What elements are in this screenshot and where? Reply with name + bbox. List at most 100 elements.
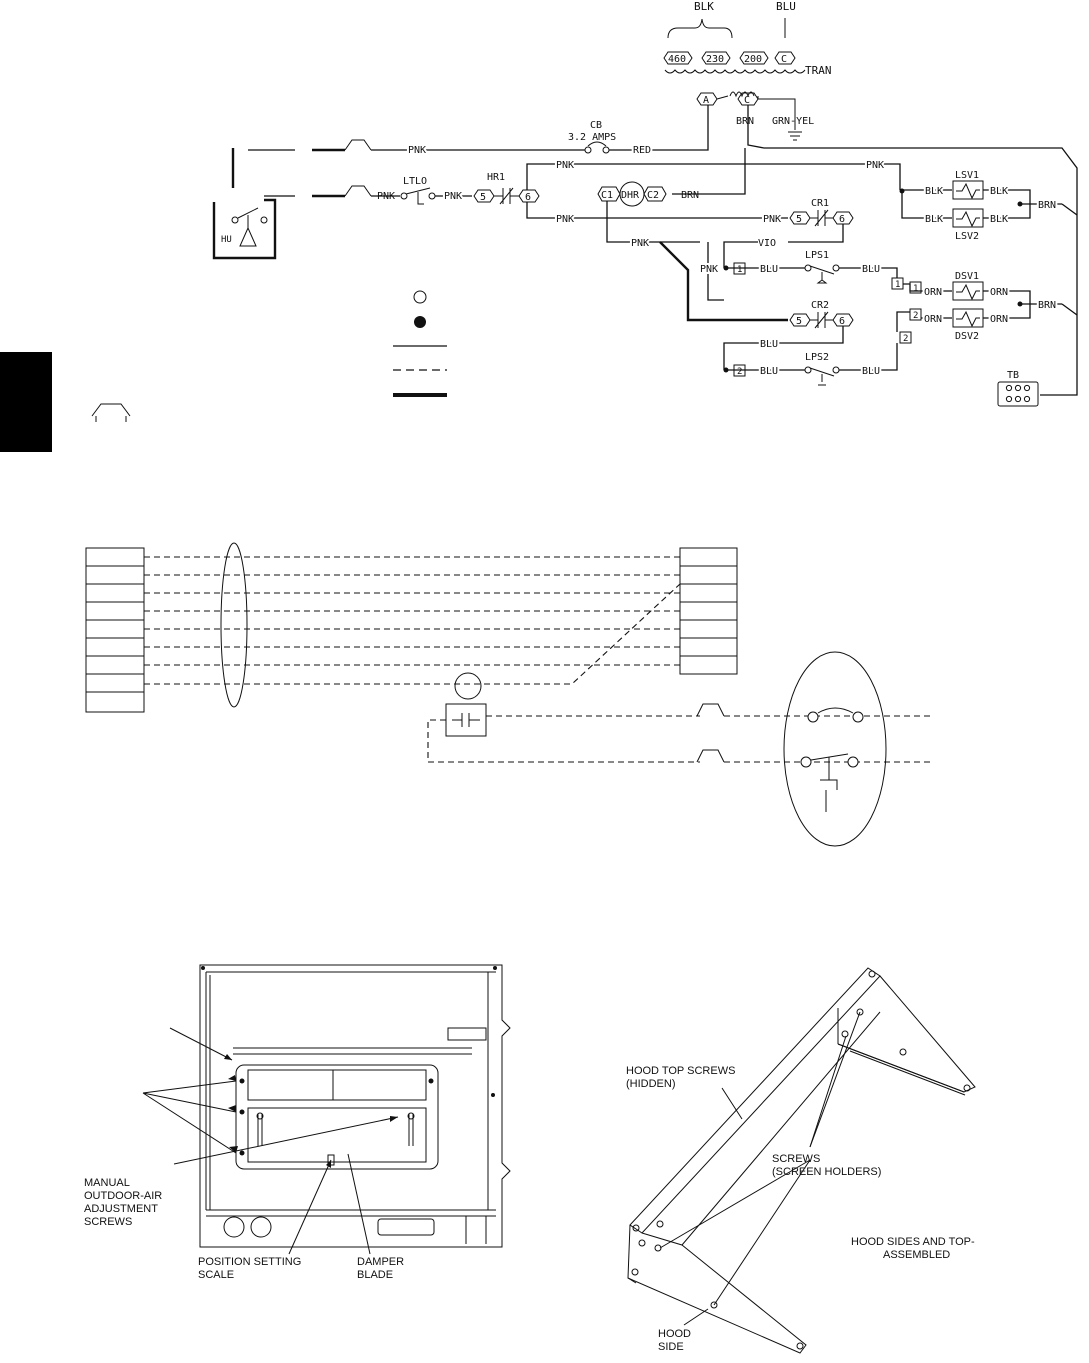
assembled-callout: HOOD SIDES AND TOP- ASSEMBLED <box>851 1236 975 1261</box>
cr2-label: CR2 <box>811 300 829 311</box>
pnk-label-5: PNK <box>866 160 884 171</box>
harness-outgoing-wires <box>724 715 932 763</box>
hu-label: HU <box>221 235 232 245</box>
orn-label-1: ORN <box>924 287 942 298</box>
plug-bottom <box>312 185 372 198</box>
svg-text:POSITION SETTING: POSITION SETTING <box>198 1256 301 1268</box>
pnk-label-1: PNK <box>408 145 426 156</box>
legend-filled-circle <box>414 316 426 328</box>
brn-label-lsv: BRN <box>1038 200 1056 211</box>
svg-text:460: 460 <box>668 54 686 65</box>
terminal-block: TB <box>997 370 1039 407</box>
svg-text:SIDE: SIDE <box>658 1341 684 1353</box>
lps1-switch: LPS1 <box>804 250 840 284</box>
svg-text:5: 5 <box>480 192 486 203</box>
cb-label: CB <box>590 120 602 131</box>
blk-label-1: BLK <box>925 186 943 197</box>
orn-label-2: ORN <box>924 314 942 325</box>
blu-group-label: BLU <box>776 0 796 13</box>
svg-text:HOOD SIDES AND TOP-: HOOD SIDES AND TOP- <box>851 1236 975 1248</box>
svg-text:DSV2: DSV2 <box>955 331 979 342</box>
term-2-c <box>909 308 922 321</box>
vio-label: VIO <box>758 238 776 249</box>
blu-label-2: BLU <box>862 264 880 275</box>
blk-label-4: BLK <box>990 214 1008 225</box>
blu-label-3: BLU <box>760 339 778 350</box>
tran-label: TRAN <box>805 64 832 77</box>
svg-text:LSV1: LSV1 <box>955 170 979 181</box>
svg-text:SCREWS: SCREWS <box>84 1216 132 1228</box>
manual-screws-callout: MANUAL OUTDOOR-AIR ADJUSTMENT SCREWS <box>84 1177 162 1228</box>
lsv2-solenoid: LSV2 <box>952 208 984 242</box>
tap-460: 460 <box>663 51 693 65</box>
svg-text:C1: C1 <box>601 190 613 201</box>
svg-text:2: 2 <box>903 334 908 344</box>
tap-c: C <box>774 51 796 65</box>
harness-diagonal-wire <box>144 583 681 685</box>
screws-callout: SCREWS (SCREEN HOLDERS) <box>772 1153 881 1178</box>
pnk-label-6: PNK <box>556 214 574 225</box>
blk-brace <box>667 18 733 39</box>
svg-text:C: C <box>744 95 750 106</box>
dhr-label: DHR <box>621 190 640 201</box>
ground-lead <box>758 98 796 130</box>
section-tab <box>0 352 52 452</box>
svg-text:C2: C2 <box>647 190 659 201</box>
damper-figure: MANUAL OUTDOOR-AIR ADJUSTMENT SCREWS POS… <box>84 964 511 1281</box>
svg-text:200: 200 <box>744 54 762 65</box>
svg-text:OUTDOOR-AIR: OUTDOOR-AIR <box>84 1190 162 1202</box>
damper-blade-callout: DAMPER BLADE <box>357 1256 404 1281</box>
svg-text:C: C <box>781 54 787 65</box>
pnk-label-9: PNK <box>700 264 718 275</box>
circuit-breaker: CB 3.2 AMPS <box>568 120 616 154</box>
pnk-wire-vert <box>707 242 724 301</box>
pnk-wire-lsv <box>526 163 901 190</box>
brn-wire-c2 <box>672 148 746 195</box>
svg-text:DSV1: DSV1 <box>955 271 979 282</box>
hood-side <box>627 1220 807 1354</box>
secondary-leads <box>716 95 759 100</box>
term-2-b <box>899 331 912 344</box>
position-scale-callout: POSITION SETTING SCALE <box>198 1256 301 1281</box>
blk-label-3: BLK <box>990 186 1008 197</box>
svg-text:5: 5 <box>796 214 802 225</box>
plug-upper <box>696 703 725 717</box>
cr1-label: CR1 <box>811 198 829 209</box>
pnk-label-4: PNK <box>556 160 574 171</box>
cr1-contacts: CR1 5 6 <box>789 198 854 227</box>
svg-text:SCREWS: SCREWS <box>772 1153 820 1165</box>
blu-label-1: BLU <box>760 264 778 275</box>
wiring-diagram: BLK BLU 460 230 200 C TRAN <box>91 0 1078 422</box>
svg-text:TB: TB <box>1007 370 1019 381</box>
plug-top <box>312 139 372 152</box>
pnk-label-3: PNK <box>444 191 462 202</box>
svg-text:ADJUSTMENT: ADJUSTMENT <box>84 1203 158 1215</box>
orn-label-4: ORN <box>990 314 1008 325</box>
svg-text:HOOD TOP SCREWS: HOOD TOP SCREWS <box>626 1065 735 1077</box>
red-wire <box>609 105 709 151</box>
hood-top-screws-callout: HOOD TOP SCREWS (HIDDEN) <box>626 1065 735 1090</box>
brn-label-secondary: BRN <box>736 116 754 127</box>
secondary-terminal-c: C <box>737 92 759 106</box>
blk-label-2: BLK <box>925 214 943 225</box>
brn-label-c2: BRN <box>681 190 699 201</box>
harness-lower-wire <box>427 719 700 763</box>
svg-text:1: 1 <box>913 284 918 294</box>
lps2-label: LPS2 <box>805 352 829 363</box>
damper-assembly <box>235 1064 439 1170</box>
tap-200: 200 <box>739 51 769 65</box>
dsv1-solenoid: DSV1 <box>952 271 984 301</box>
svg-text:(HIDDEN): (HIDDEN) <box>626 1078 676 1090</box>
svg-text:(SCREEN HOLDERS): (SCREEN HOLDERS) <box>772 1166 881 1178</box>
svg-text:1: 1 <box>895 280 900 290</box>
lps2-switch: LPS2 <box>804 352 840 386</box>
dsv2-solenoid: DSV2 <box>952 308 984 342</box>
blk-group-label: BLK <box>694 0 714 13</box>
hu-control-box: HU <box>212 148 295 260</box>
switch-detail <box>800 707 864 812</box>
transformer: BLK BLU 460 230 200 C TRAN <box>663 0 832 141</box>
svg-text:BLADE: BLADE <box>357 1269 393 1281</box>
svg-text:5: 5 <box>796 316 802 327</box>
lsv1-solenoid: LSV1 <box>952 170 984 200</box>
